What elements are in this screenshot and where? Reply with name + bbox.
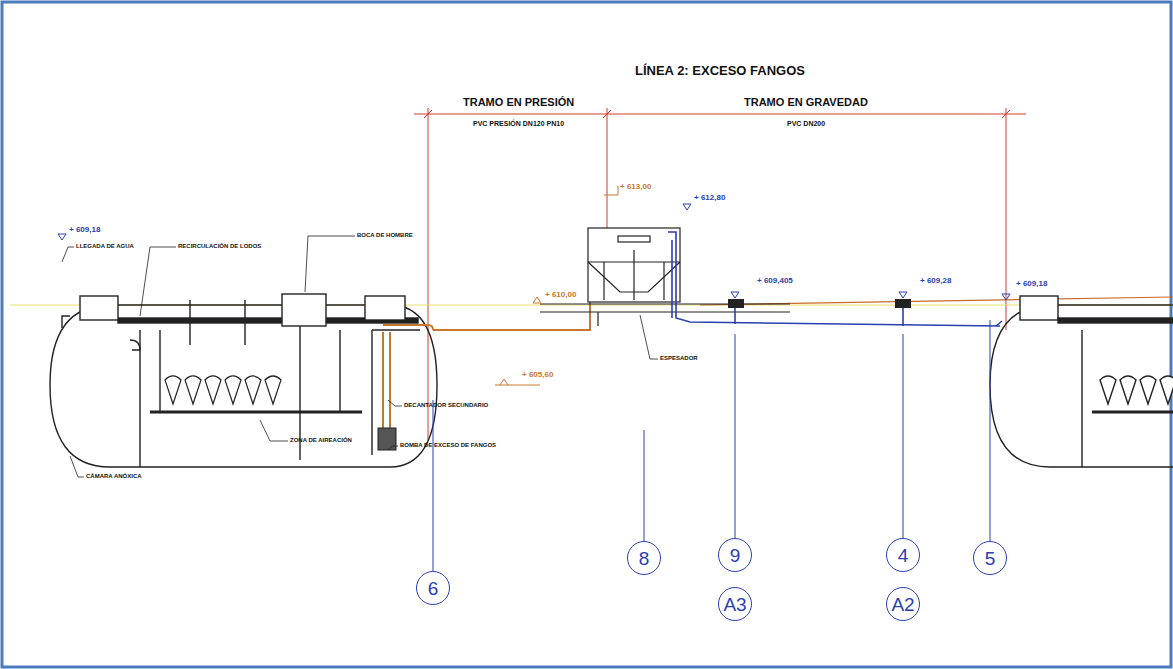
callout-number: A2 xyxy=(886,587,920,621)
callout-text: A3 xyxy=(723,595,746,614)
elevation-label: + 612,80 xyxy=(694,194,725,203)
callout-number: 5 xyxy=(973,541,1007,575)
callout-text: 6 xyxy=(428,579,439,598)
callout-text: 5 xyxy=(985,549,996,568)
section-heading: TRAMO EN PRESIÓN xyxy=(463,96,574,108)
callout-number: 4 xyxy=(886,538,920,572)
part-label: ZONA DE AIREACIÓN xyxy=(290,437,352,444)
callout-text: 8 xyxy=(639,549,650,568)
callout-text: 9 xyxy=(730,546,741,565)
callout-text: A2 xyxy=(891,595,914,614)
pipe-spec: PVC DN200 xyxy=(787,120,825,128)
section-heading: TRAMO EN GRAVEDAD xyxy=(744,96,868,108)
elevation-label: + 609,28 xyxy=(920,277,951,286)
part-label: BOMBA DE EXCESO DE FANGOS xyxy=(400,442,496,449)
elevation-label: + 610,00 xyxy=(545,291,576,300)
part-label: BOCA DE HOMBRE xyxy=(357,232,413,239)
callout-text: 4 xyxy=(898,546,909,565)
diagram-title: LÍNEA 2: EXCESO FANGOS xyxy=(635,64,805,78)
callout-number: 8 xyxy=(627,541,661,575)
elevation-label: + 609,18 xyxy=(69,226,100,235)
callout-number: 9 xyxy=(718,538,752,572)
part-label: LLEGADA DE AGUA xyxy=(76,243,134,250)
elevation-label: + 605,60 xyxy=(522,371,553,380)
elevation-label: + 609,405 xyxy=(757,277,793,286)
callout-number: A3 xyxy=(718,587,752,621)
elevation-label: + 613,00 xyxy=(620,183,651,192)
part-label: RECIRCULACIÓN DE LODOS xyxy=(178,243,261,250)
part-label: CÁMARA ANÓXICA xyxy=(86,473,142,480)
callout-number: 6 xyxy=(416,571,450,605)
pipe-spec: PVC PRESIÓN DN120 PN10 xyxy=(473,120,564,128)
part-label: DECANTADOR SECUNDARIO xyxy=(404,402,488,409)
part-label: ESPESADOR xyxy=(660,355,698,362)
elevation-label: + 609,18 xyxy=(1016,280,1047,289)
